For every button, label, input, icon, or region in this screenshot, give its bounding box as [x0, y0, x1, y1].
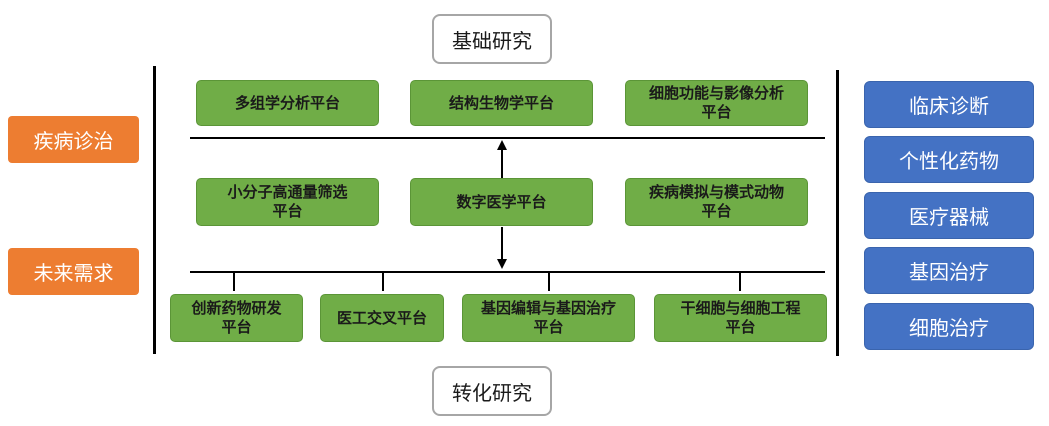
app-personalized-medicine: 个性化药物 [864, 136, 1034, 183]
connector-tick [233, 272, 235, 291]
connector-tick [739, 272, 741, 291]
connector-tick [548, 272, 550, 291]
app-cell-therapy: 细胞治疗 [864, 303, 1034, 350]
translational-research-label: 转化研究 [432, 366, 552, 416]
lower-horizontal-line [190, 271, 825, 273]
app-clinical-diagnosis: 临床诊断 [864, 81, 1034, 128]
platform-drug-development: 创新药物研发 平台 [170, 294, 303, 342]
platform-disease-model-animals: 疾病模拟与模式动物 平台 [625, 178, 808, 226]
basic-research-label: 基础研究 [432, 14, 552, 64]
platform-small-molecule-screening: 小分子高通量筛选 平台 [196, 178, 379, 226]
left-divider-bar [153, 66, 156, 354]
need-disease-treatment: 疾病诊治 [8, 116, 139, 163]
app-medical-devices: 医疗器械 [864, 192, 1034, 239]
need-future-demand: 未来需求 [8, 248, 139, 295]
platform-multi-omics: 多组学分析平台 [196, 80, 379, 126]
platform-digital-medicine: 数字医学平台 [410, 178, 593, 226]
platform-stem-cell-engineering: 干细胞与细胞工程 平台 [654, 294, 827, 342]
platform-gene-editing-therapy: 基因编辑与基因治疗 平台 [462, 294, 635, 342]
platform-cell-imaging: 细胞功能与影像分析 平台 [625, 80, 808, 126]
right-divider-bar [836, 70, 839, 356]
app-gene-therapy: 基因治疗 [864, 247, 1034, 294]
arrow-up-icon [497, 140, 507, 178]
connector-tick [382, 272, 384, 291]
upper-horizontal-line [190, 137, 825, 139]
platform-medical-engineering: 医工交叉平台 [320, 294, 444, 342]
arrow-down-icon [497, 227, 507, 269]
platform-structural-biology: 结构生物学平台 [410, 80, 593, 126]
